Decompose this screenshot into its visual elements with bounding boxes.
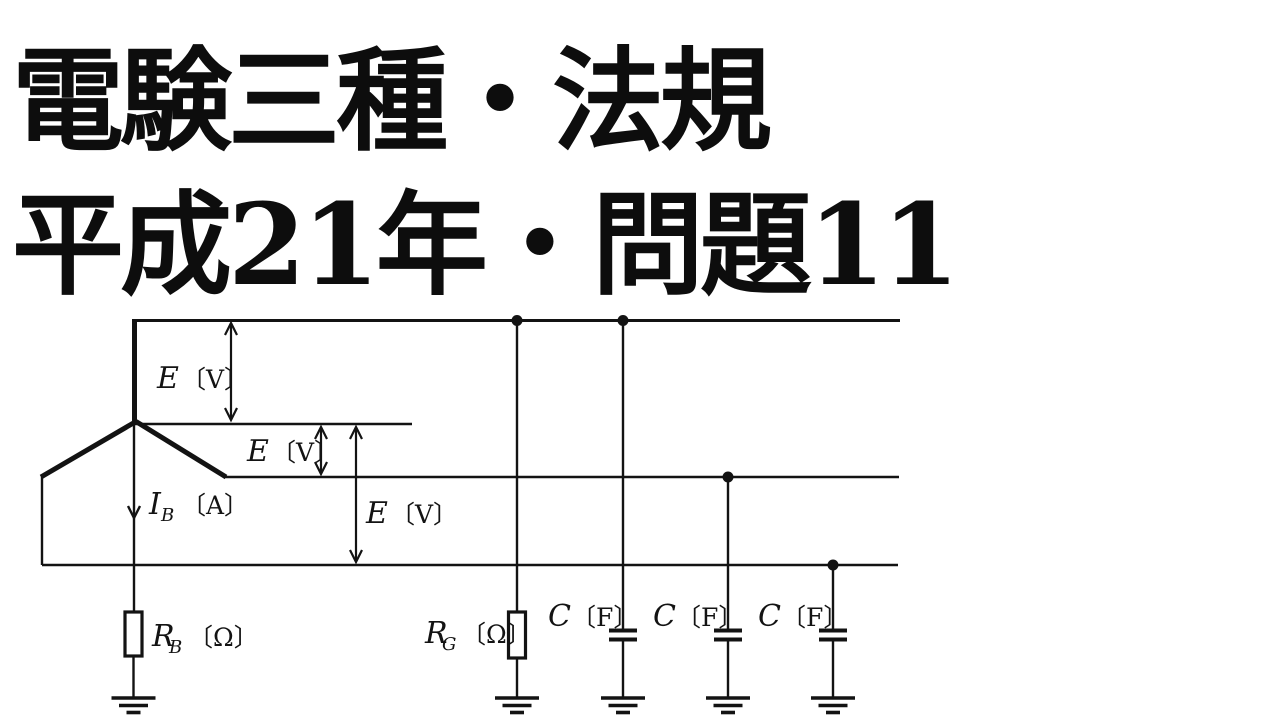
- resistor-rb-branch: [109, 424, 158, 715]
- voltage-arrow-top: [224, 320, 238, 423]
- capacitor-1-branch: [599, 321, 647, 715]
- junction-dot-rg: [511, 315, 523, 326]
- page-title-line1: 電験三種・法規: [12, 36, 772, 167]
- transformer-winding: [39, 319, 228, 480]
- ib-symbol: I: [148, 487, 162, 522]
- rg-symbol: R: [424, 616, 448, 651]
- c3-unit: 〔F〕: [781, 603, 848, 632]
- c2-unit: 〔F〕: [676, 603, 743, 632]
- ib-subscript: B: [160, 505, 174, 526]
- rg-subscript: G: [442, 634, 456, 655]
- winding-diagonal-left: [39, 419, 138, 480]
- junction-dot-c1: [617, 315, 629, 326]
- winding-diagonal-right: [134, 419, 228, 480]
- c1-symbol: C: [548, 599, 571, 634]
- junction-dot-c2: [722, 471, 734, 483]
- ib-unit: 〔A〕: [181, 491, 249, 520]
- voltage-middle-symbol: E: [246, 434, 269, 469]
- voltage-arrows: [224, 320, 363, 565]
- rb-resistor-body: [123, 610, 144, 658]
- ib-current-arrowhead: [126, 505, 142, 521]
- rg-unit: 〔Ω〕: [461, 620, 532, 649]
- rb-unit: 〔Ω〕: [188, 623, 259, 652]
- voltage-label-bottom: E 〔V〕: [365, 496, 458, 531]
- c2-symbol: C: [653, 599, 676, 634]
- rb-subscript: B: [168, 637, 182, 658]
- resistor-label-rg: R G 〔Ω〕: [424, 616, 532, 655]
- ground-symbol-c3: [809, 696, 857, 715]
- c1-unit: 〔F〕: [571, 603, 638, 632]
- capacitor-label-2: C 〔F〕: [653, 599, 743, 634]
- capacitor-3-branch: [809, 566, 857, 715]
- voltage-top-unit: 〔V〕: [181, 365, 249, 394]
- ground-symbol-c2: [704, 696, 752, 715]
- voltage-bottom-symbol: E: [365, 496, 388, 531]
- voltage-middle-unit: 〔V〕: [271, 438, 339, 467]
- capacitor-label-3: C 〔F〕: [758, 599, 848, 634]
- ground-symbol-rb: [109, 696, 158, 715]
- ground-symbol-rg: [493, 696, 541, 715]
- junction-dots: [511, 315, 839, 571]
- voltage-arrow-middle: [314, 424, 328, 477]
- c3-symbol: C: [758, 599, 781, 634]
- page-title-line2: 平成21年・問題11: [12, 180, 960, 311]
- capacitor-label-1: C 〔F〕: [548, 599, 638, 634]
- voltage-arrow-bottom: [349, 424, 363, 565]
- resistor-rg-branch: [493, 321, 541, 715]
- current-label-ib: I B 〔A〕: [148, 487, 249, 526]
- resistor-label-rb: R B 〔Ω〕: [151, 619, 259, 658]
- circuit-labels: E 〔V〕 E 〔V〕 E 〔V〕 I B 〔A〕 R B 〔Ω〕: [148, 361, 848, 658]
- rb-symbol: R: [151, 619, 175, 654]
- voltage-bottom-unit: 〔V〕: [390, 500, 458, 529]
- ground-symbol-c1: [599, 696, 647, 715]
- voltage-top-symbol: E: [156, 361, 179, 396]
- voltage-label-middle: E 〔V〕: [246, 434, 339, 469]
- voltage-label-top: E 〔V〕: [156, 361, 249, 396]
- capacitor-2-branch: [704, 478, 752, 715]
- junction-dot-c3: [827, 559, 839, 571]
